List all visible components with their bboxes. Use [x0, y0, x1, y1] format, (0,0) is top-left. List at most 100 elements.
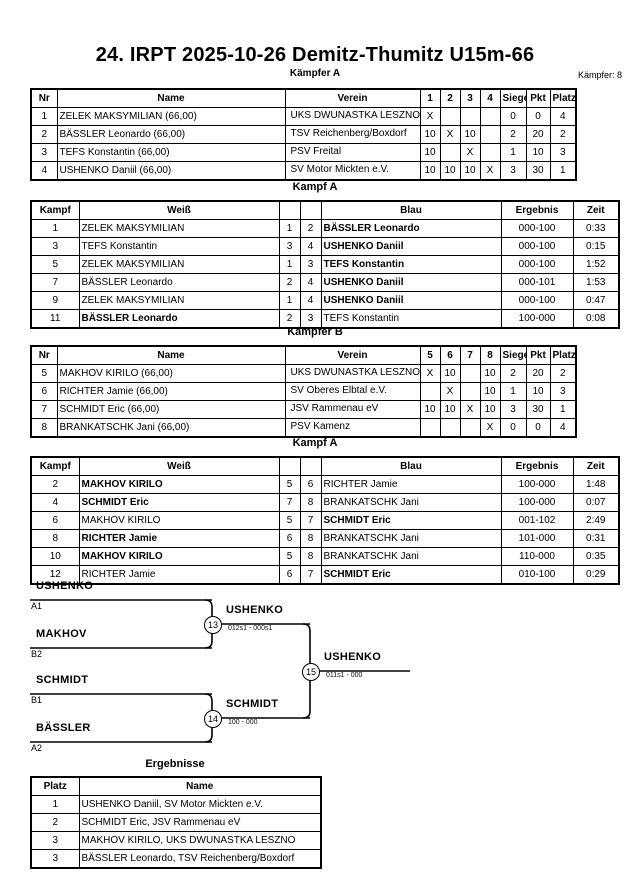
pool-b-cell-name: RICHTER Jamie (66,00) — [56, 382, 286, 401]
pool-a-col-header: Siege — [499, 88, 527, 108]
kampf-b-cell-weiss: MAKHOV KIRILO — [78, 475, 280, 494]
kampf-a-cell-ergebnis: 000-101 — [500, 273, 574, 292]
kampf-b-cell-weiss: SCHMIDT Eric — [78, 493, 280, 512]
pool-a-cell-siege: 2 — [499, 125, 527, 144]
pool-a-cell-pkt: 0 — [525, 107, 551, 126]
kampf-a-cell-zeit: 0:15 — [572, 237, 620, 256]
pool-a-cell-match-3: X — [459, 143, 481, 162]
pool-a-cell-match-4 — [479, 125, 501, 144]
bracket-entry-seed-2: B2 — [31, 649, 43, 659]
kampf-a-cell-zeit: 1:52 — [572, 255, 620, 274]
kampf-a-cell-ergebnis: 000-100 — [500, 291, 574, 310]
pool-a-cell-pkt: 30 — [525, 161, 551, 181]
results-cell-platz: 3 — [30, 831, 80, 850]
kampf-a-cell-n1: 1 — [278, 219, 301, 238]
results-cell-platz: 2 — [30, 813, 80, 832]
pool-b-cell-pkt: 20 — [525, 364, 551, 383]
kampf-a-col-header: Blau — [320, 200, 502, 220]
pool-b-cell-pkt: 30 — [525, 400, 551, 419]
kampf-b-cell-weiss: MAKHOV KIRILO — [78, 511, 280, 530]
kampf-b-cell-n2: 6 — [299, 475, 322, 494]
kampf-b-cell-kampf: 10 — [30, 547, 80, 566]
kampf-a-cell-n1: 3 — [278, 237, 301, 256]
pool-a-cell-verein: TSV Reichenberg/Boxdorf — [284, 125, 421, 144]
kampf-b-cell-ergebnis: 100-000 — [500, 475, 574, 494]
pool-b-cell-name: BRANKATSCHK Jani (66,00) — [56, 418, 286, 438]
kampf-a-cell-blau: BÄSSLER Leonardo — [320, 219, 502, 238]
pool-b-cell-verein: SV Oberes Elbtal e.V. — [284, 382, 421, 401]
kampf-b-cell-n1: 6 — [278, 529, 301, 548]
pool-b-cell-nr: 6 — [30, 382, 58, 401]
pool-a-col-header: 2 — [439, 88, 461, 108]
kampf-b-cell-ergebnis: 001-102 — [500, 511, 574, 530]
pool-b-col-header: Platz — [549, 345, 577, 365]
pool-a-cell-match-2: X — [439, 125, 461, 144]
pool-a-cell-nr: 3 — [30, 143, 58, 162]
pool-b-cell-platz: 1 — [549, 400, 577, 419]
pool-a-col-header: Nr — [30, 88, 58, 108]
pool-a-cell-nr: 2 — [30, 125, 58, 144]
pool-a-cell-name: BÄSSLER Leonardo (66,00) — [56, 125, 286, 144]
pool-b-col-header: 6 — [439, 345, 461, 365]
bracket-match-number-15: 15 — [302, 663, 320, 681]
page-title: 24. IRPT 2025-10-26 Demitz-Thumitz U15m-… — [95, 44, 535, 66]
pool-b-cell-verein: UKS DWUNASTKA LESZNO — [284, 364, 421, 383]
kampf-a-cell-kampf: 3 — [30, 237, 80, 256]
kampf-a-col-header — [299, 200, 322, 220]
pool-a-cell-pkt: 20 — [525, 125, 551, 144]
pool-b-cell-nr: 8 — [30, 418, 58, 438]
pool-a-cell-siege: 0 — [499, 107, 527, 126]
pool-a-cell-name: USHENKO Daniil (66,00) — [56, 161, 286, 181]
kampf-a-cell-blau: USHENKO Daniil — [320, 273, 502, 292]
pool-b-cell-match-2: 10 — [439, 364, 461, 383]
kampf-a-cell-kampf: 1 — [30, 219, 80, 238]
kampf-b-cell-ergebnis: 101-000 — [500, 529, 574, 548]
pool-a-cell-platz: 4 — [549, 107, 577, 126]
pool-b-cell-match-3 — [459, 364, 481, 383]
pool-b-cell-match-1: X — [419, 364, 441, 383]
pool-b-cell-platz: 2 — [549, 364, 577, 383]
pool-a-cell-pkt: 10 — [525, 143, 551, 162]
pool-a-cell-match-3: 10 — [459, 161, 481, 181]
pool-b-cell-nr: 7 — [30, 400, 58, 419]
kampf-b-cell-n2: 8 — [299, 493, 322, 512]
kampf-b-col-header: Kampf — [30, 456, 80, 476]
kampf-a-col-header — [278, 200, 301, 220]
pool-a-cell-match-2 — [439, 143, 461, 162]
kampf-a-cell-blau: USHENKO Daniil — [320, 291, 502, 310]
pool-a-col-header: Verein — [284, 88, 421, 108]
pool-a-cell-verein: SV Motor Mickten e.V. — [284, 161, 421, 181]
pool-b-cell-name: MAKHOV KIRILO (66,00) — [56, 364, 286, 383]
pool-b-cell-nr: 5 — [30, 364, 58, 383]
kampf-b-cell-n1: 7 — [278, 493, 301, 512]
pool-b-header-row: NrNameVerein5678SiegePktPlatz — [30, 345, 577, 365]
pool-a-cell-match-1: X — [419, 107, 441, 126]
kampf-b-cell-ergebnis: 010-100 — [500, 565, 574, 585]
fighters-count: Kämpfer: 8 — [577, 70, 622, 80]
bracket-semi1-winner: USHENKO — [226, 604, 284, 616]
pool-a-cell-match-4 — [479, 143, 501, 162]
kampf-a-col-header: Ergebnis — [500, 200, 574, 220]
kampf-b-cell-kampf: 4 — [30, 493, 80, 512]
pool-b-cell-match-4: 10 — [479, 364, 501, 383]
kampf-a-cell-zeit: 0:47 — [572, 291, 620, 310]
pool-a-col-header: 3 — [459, 88, 481, 108]
pool-a-cell-match-3: 10 — [459, 125, 481, 144]
